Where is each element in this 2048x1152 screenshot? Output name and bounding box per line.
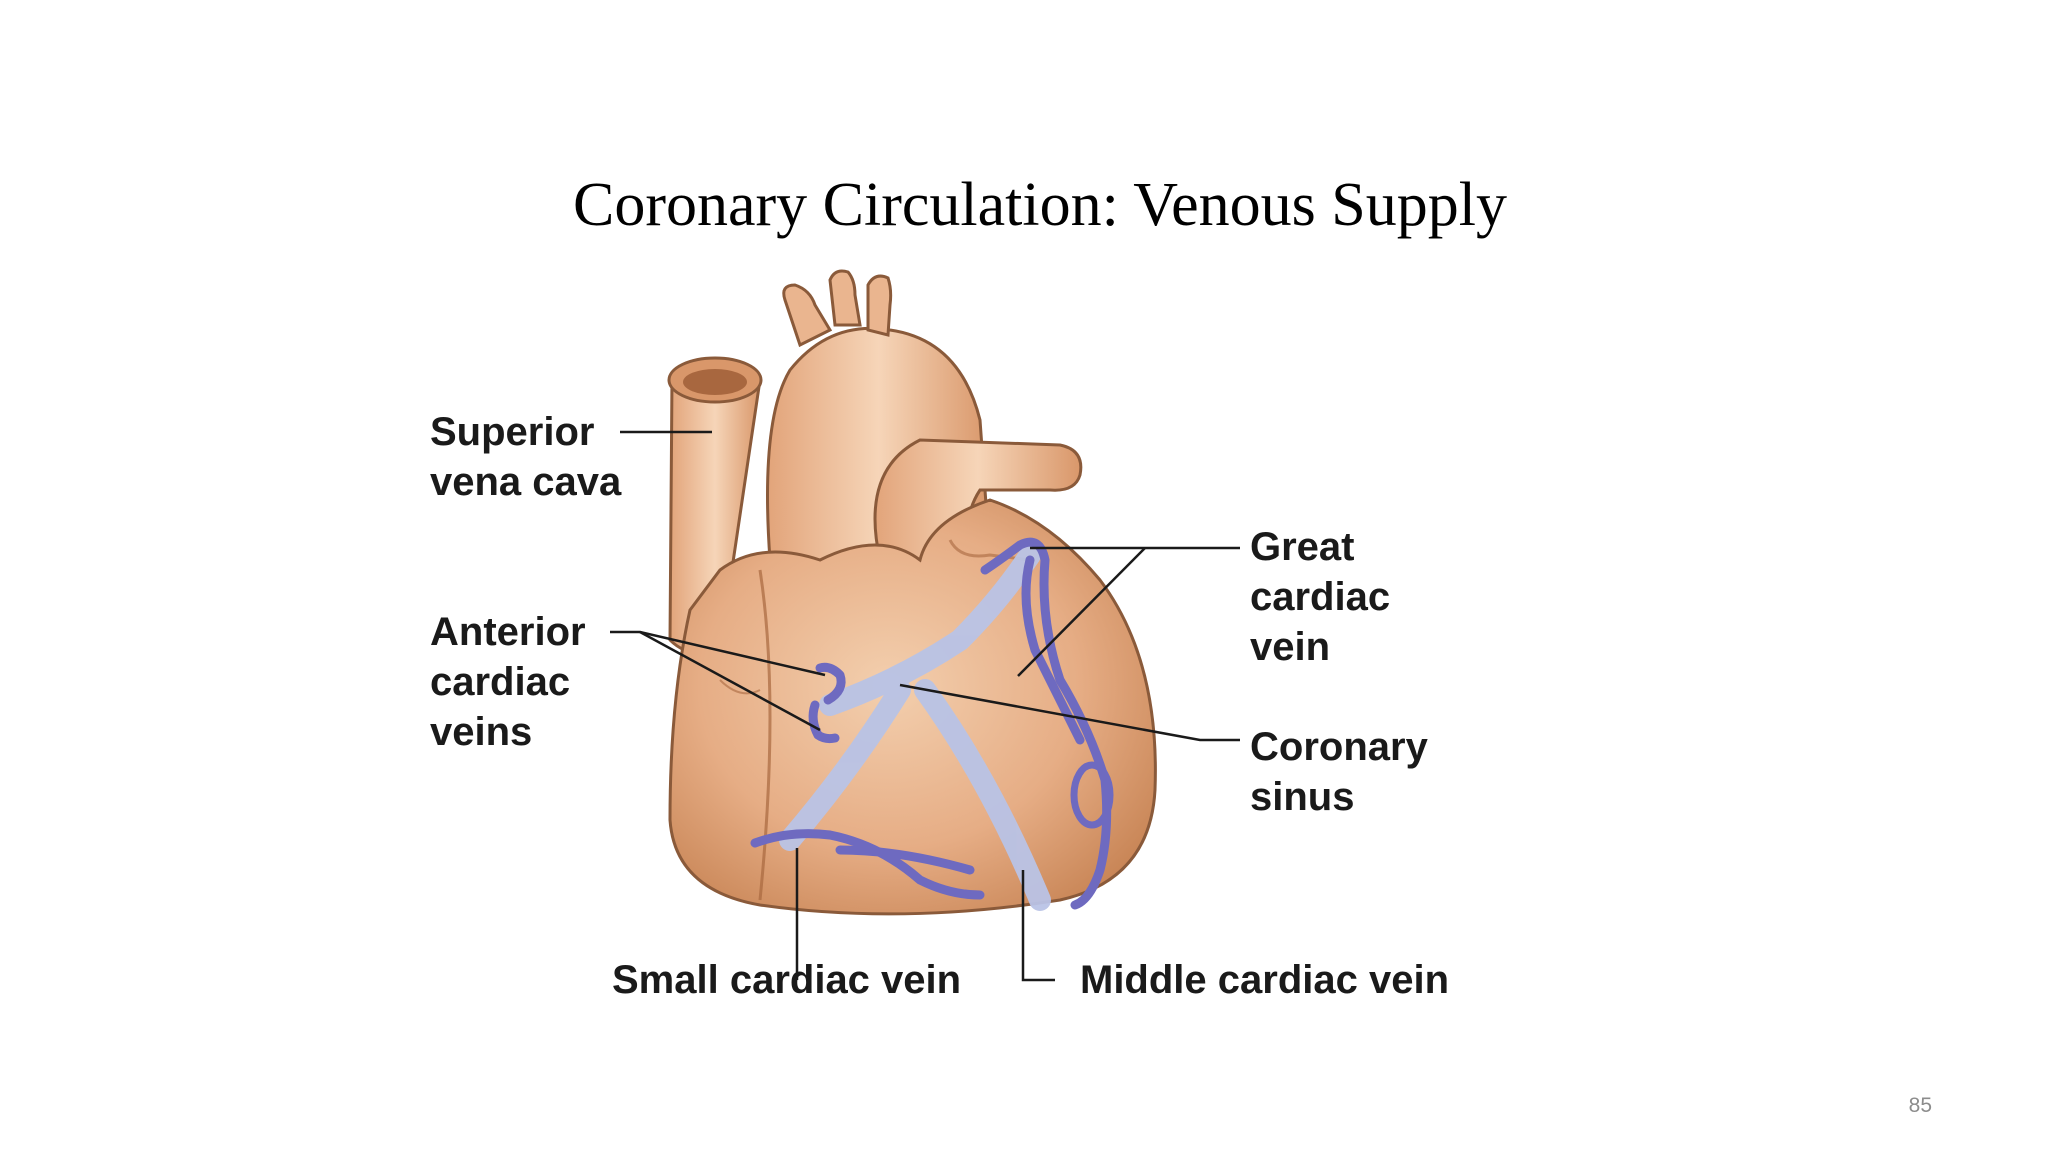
label-superior-vena-cava: Superior vena cava bbox=[430, 410, 622, 504]
svg-text:Great: Great bbox=[1250, 525, 1355, 569]
svg-text:Superior: Superior bbox=[430, 410, 594, 454]
svg-text:vein: vein bbox=[1250, 625, 1330, 669]
svg-text:Anterior: Anterior bbox=[430, 610, 586, 654]
heart-body-shape bbox=[668, 498, 1157, 916]
svg-text:cardiac: cardiac bbox=[1250, 575, 1390, 619]
svg-text:veins: veins bbox=[430, 710, 532, 754]
page-number: 85 bbox=[1908, 1094, 1932, 1117]
anterior-veins-shape bbox=[750, 537, 1114, 910]
label-anterior-cardiac-veins: Anterior cardiac veins bbox=[430, 610, 586, 754]
posterior-veins-shape bbox=[779, 544, 1051, 911]
slide-title: Coronary Circulation: Venous Supply bbox=[573, 171, 1507, 239]
svg-text:sinus: sinus bbox=[1250, 775, 1354, 819]
label-coronary-sinus: Coronary sinus bbox=[1250, 725, 1429, 819]
svg-text:cardiac: cardiac bbox=[430, 660, 570, 704]
svg-text:Middle cardiac vein: Middle cardiac vein bbox=[1080, 958, 1449, 1002]
svg-text:Small cardiac vein: Small cardiac vein bbox=[612, 958, 961, 1002]
label-great-cardiac-vein: Great cardiac vein bbox=[1250, 525, 1390, 669]
label-middle-cardiac-vein: Middle cardiac vein bbox=[1080, 958, 1449, 1002]
svg-text:vena cava: vena cava bbox=[430, 460, 622, 504]
label-small-cardiac-vein: Small cardiac vein bbox=[612, 958, 961, 1002]
leader-lines bbox=[610, 430, 1240, 982]
svg-text:Coronary: Coronary bbox=[1250, 725, 1429, 769]
